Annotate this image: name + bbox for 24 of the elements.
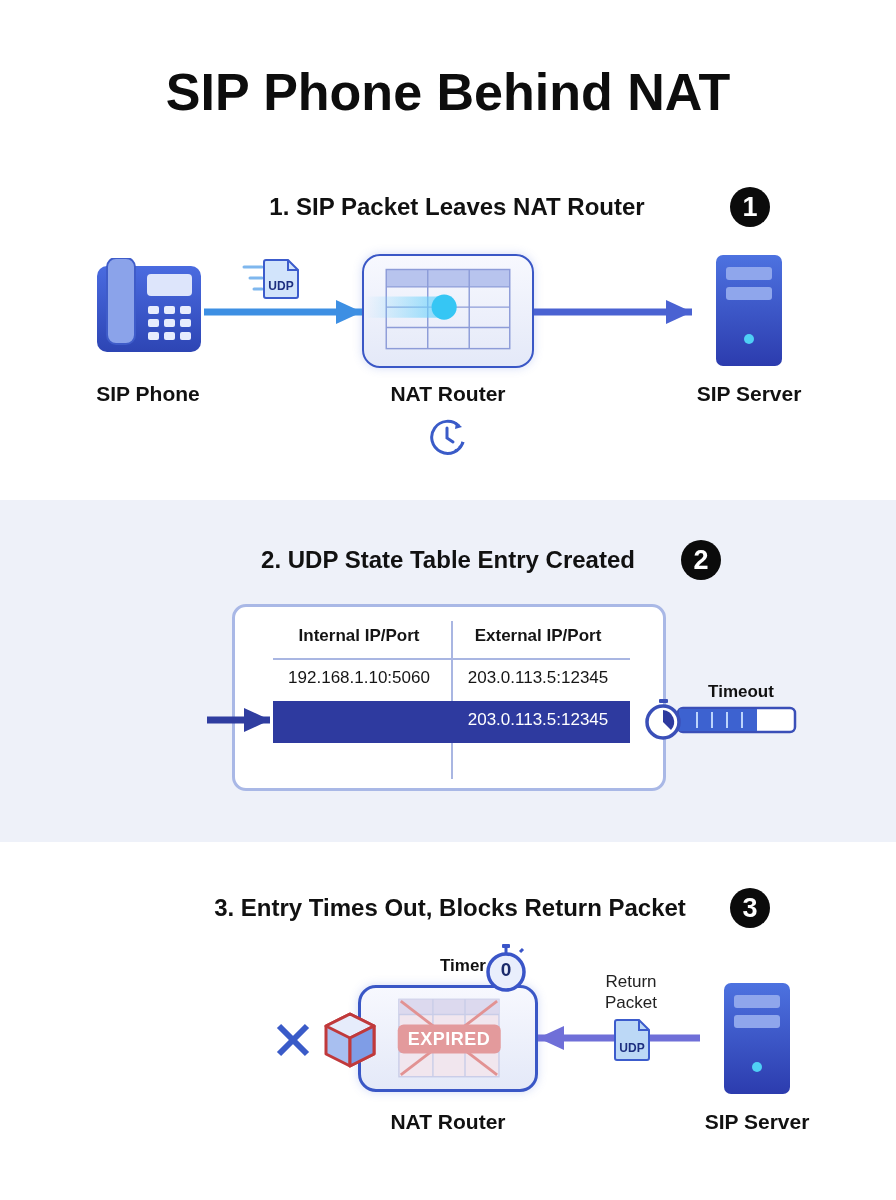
node-label: SIP Phone xyxy=(96,382,200,406)
caption-text: Timer xyxy=(440,956,486,976)
column-header: Internal IP/Port xyxy=(298,626,420,646)
status-tag: EXPIRED xyxy=(397,1024,501,1054)
table-cell: 192.168.1.10:5060 xyxy=(288,668,430,688)
node-label: NAT Router xyxy=(390,382,506,406)
arrow xyxy=(207,708,270,732)
table-cell: 203.0.113.5:12345 xyxy=(467,668,609,688)
column-header: External IP/Port xyxy=(474,626,602,646)
packet-file: UDP xyxy=(262,258,300,300)
packet-file: UDP xyxy=(613,1018,651,1062)
caption-text: Timeout xyxy=(708,682,774,702)
node-label: SIP Server xyxy=(704,1110,810,1134)
node-label: NAT Router xyxy=(390,1110,506,1134)
section-heading: 3. Entry Times Out, Blocks Return Packet xyxy=(214,894,686,922)
step-number: 1 xyxy=(730,187,770,227)
table-box xyxy=(232,604,666,791)
step-number: 3 xyxy=(730,888,770,928)
section-heading: 2. UDP State Table Entry Created xyxy=(261,546,635,574)
node-label: SIP Server xyxy=(696,382,802,406)
diagram-title: SIP Phone Behind NAT xyxy=(164,62,732,122)
section-heading: 1. SIP Packet Leaves NAT Router xyxy=(269,193,645,221)
table-cell: 203.0.113.5:12345 xyxy=(467,710,609,730)
highlighted-row xyxy=(273,701,630,743)
